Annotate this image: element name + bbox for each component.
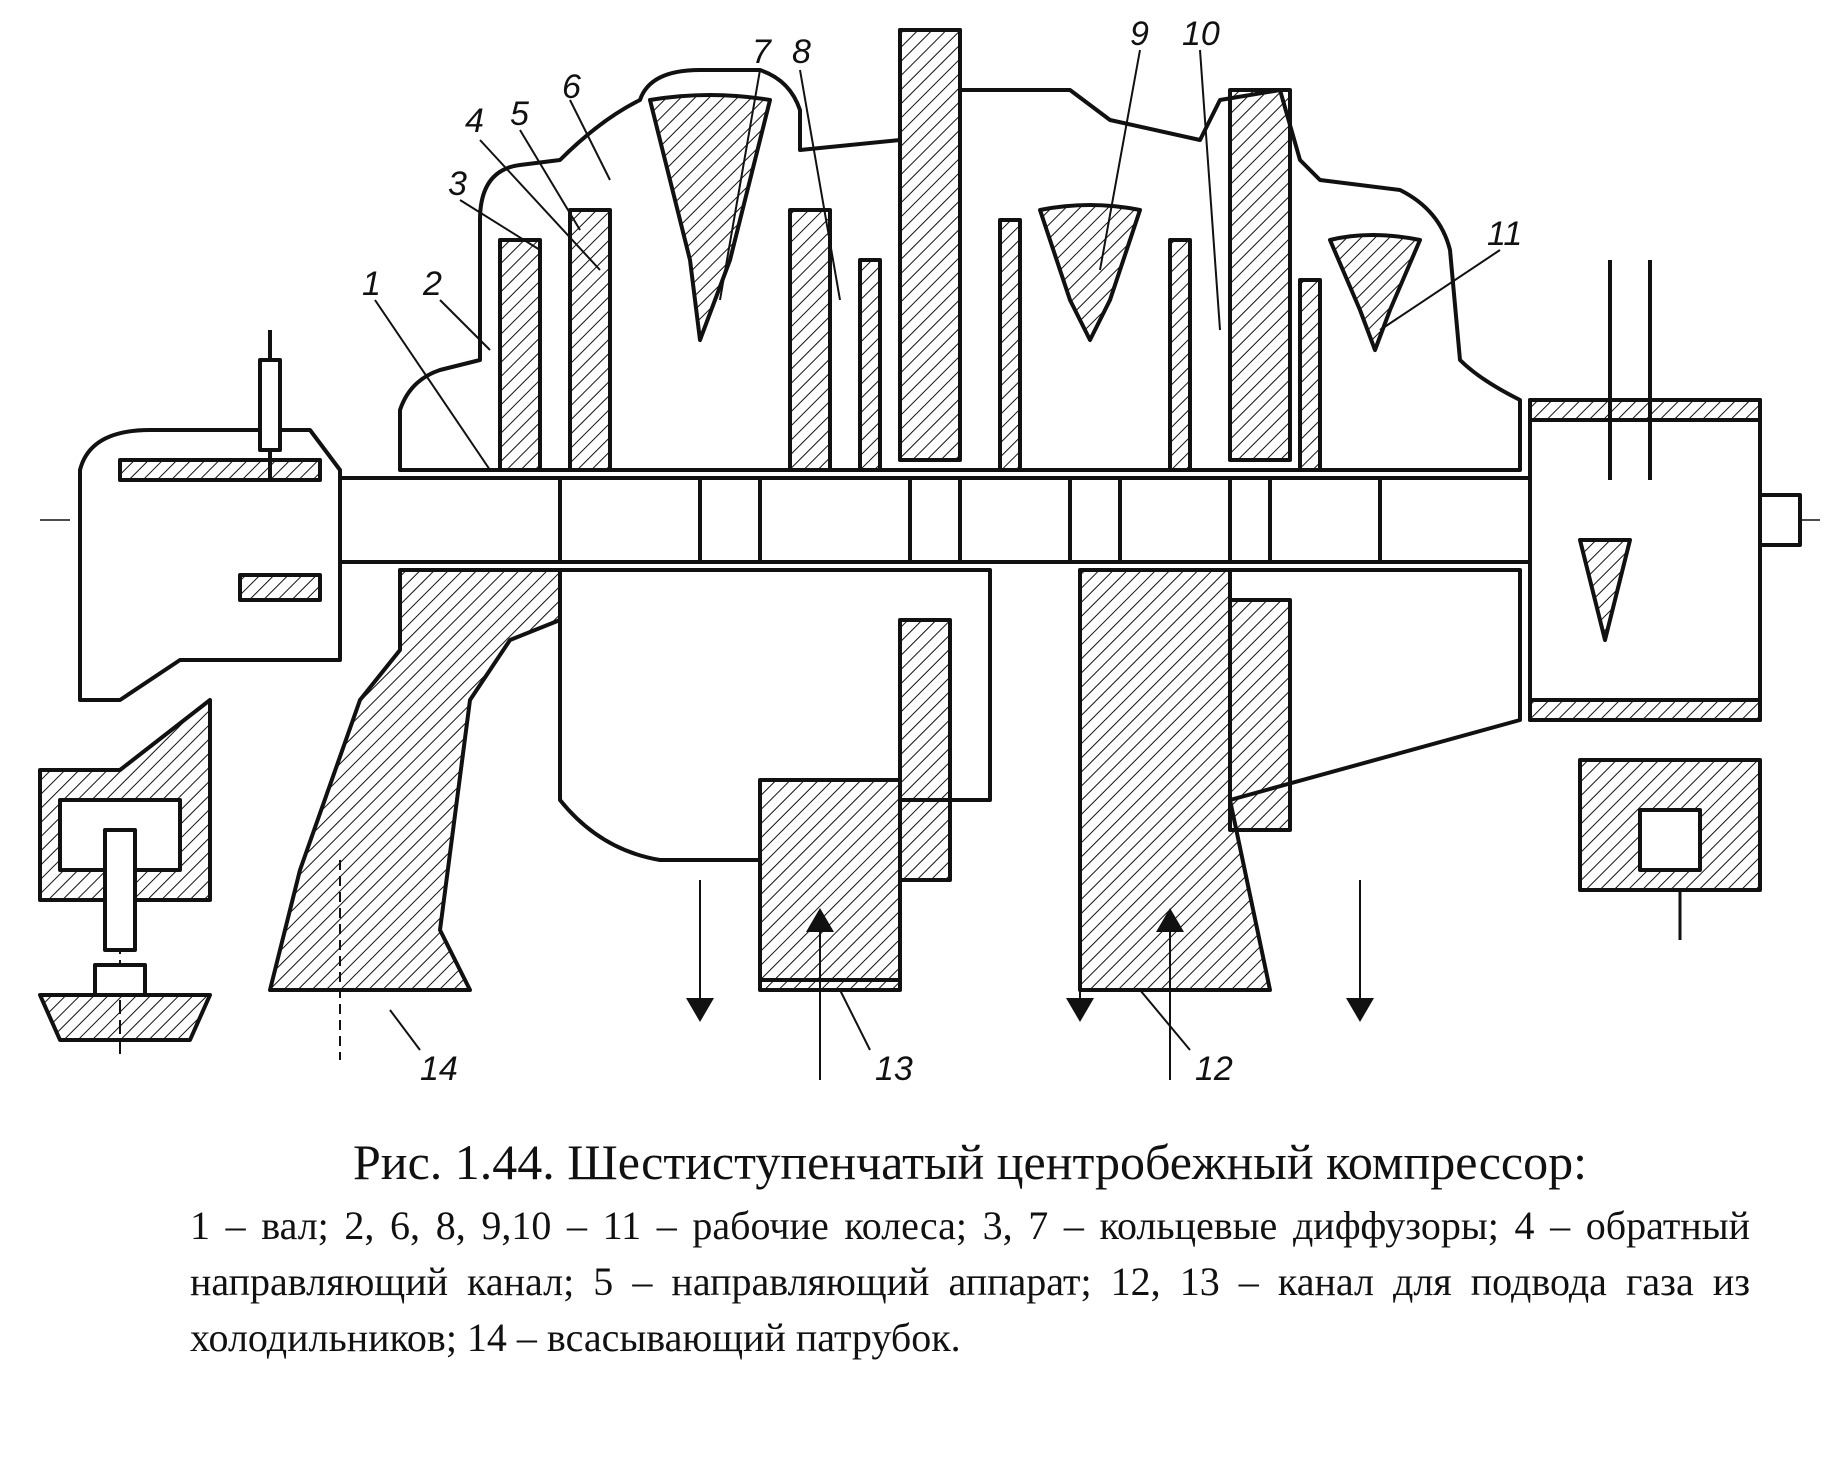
figure-caption: Рис. 1.44. Шестиступенчатый центробежный… <box>190 1132 1750 1366</box>
callout-12: 12 <box>1195 1050 1233 1088</box>
callout-13: 13 <box>875 1050 913 1088</box>
left-foot-bolt <box>38 828 212 1060</box>
caption-title: Рис. 1.44. Шестиступенчатый центробежный… <box>353 1134 1587 1190</box>
callout-14: 14 <box>420 1050 458 1088</box>
casing-lower <box>268 568 1522 992</box>
callout-4: 4 <box>465 102 484 140</box>
callout-3: 3 <box>448 165 467 203</box>
right-bearing-housing <box>1528 260 1762 940</box>
callout-leader-lines <box>374 49 1501 1051</box>
callout-1: 1 <box>362 265 381 303</box>
callout-10: 10 <box>1182 15 1220 53</box>
callout-8: 8 <box>792 33 811 71</box>
callout-9: 9 <box>1130 15 1149 53</box>
left-bearing-housing <box>38 330 342 902</box>
callout-7: 7 <box>752 33 772 71</box>
callout-11: 11 <box>1487 215 1522 253</box>
flow-arrows <box>339 860 1374 1080</box>
caption-legend: 1 – вал; 2, 6, 8, 9,10 – 11 – рабочие ко… <box>190 1203 1750 1360</box>
impeller-stages-upper <box>498 93 1422 472</box>
callout-6: 6 <box>562 68 581 106</box>
callout-5: 5 <box>510 95 529 133</box>
callout-numbers: 1 2 3 4 5 6 7 8 9 10 11 12 13 14 <box>362 15 1522 1088</box>
callout-2: 2 <box>422 265 442 303</box>
